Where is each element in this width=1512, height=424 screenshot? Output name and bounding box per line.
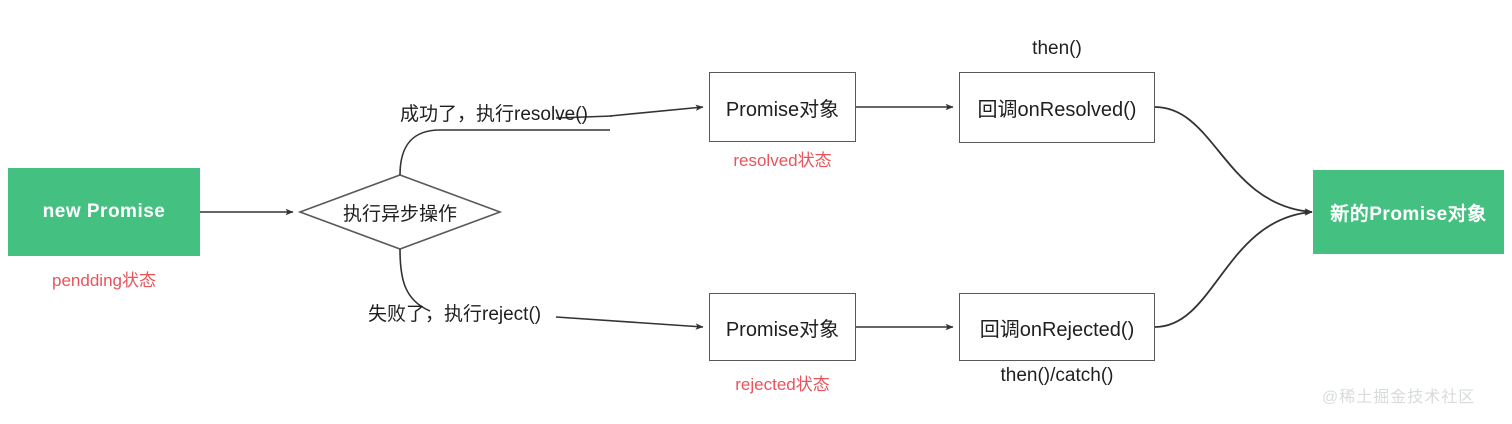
state-label-resolved: resolved状态 — [733, 151, 832, 170]
node-async-operation-label: 执行异步操作 — [342, 203, 457, 225]
node-promise-rejected-label: Promise对象 — [725, 318, 840, 341]
node-promise-resolved-label: Promise对象 — [725, 98, 840, 121]
node-new-promise[interactable]: new Promise — [8, 168, 200, 256]
node-new-promise-object[interactable]: 新的Promise对象 — [1313, 170, 1504, 254]
node-callback-on-resolved[interactable]: 回调onResolved() — [959, 72, 1155, 143]
node-callback-on-rejected-label: 回调onRejected() — [979, 318, 1135, 341]
node-async-operation[interactable]: 执行异步操作 — [300, 190, 500, 234]
edge-callback-resolved-to-new-promise — [1154, 106, 1313, 215]
node-callback-on-rejected[interactable]: 回调onRejected() — [959, 293, 1155, 361]
edge-label-success: 成功了，执行resolve() — [400, 104, 588, 125]
edge-label-failure: 失败了，执行reject() — [368, 304, 542, 325]
node-promise-resolved[interactable]: Promise对象 — [709, 72, 856, 142]
state-label-pendding: pendding状态 — [52, 271, 156, 290]
edge-success-to-promise-resolved — [609, 104, 704, 117]
watermark: @稀土掘金技术社区 — [1322, 389, 1476, 406]
edge-label-then-catch: then()/catch() — [1000, 365, 1114, 386]
edge-decision-success-curve — [399, 129, 610, 176]
node-new-promise-object-label: 新的Promise对象 — [1330, 203, 1487, 225]
node-promise-rejected[interactable]: Promise对象 — [709, 293, 856, 361]
edge-label-then: then() — [1032, 38, 1082, 59]
edge-decision-failure-curve — [399, 248, 431, 312]
node-new-promise-label: new Promise — [42, 201, 166, 222]
edge-failure-to-promise-rejected — [555, 316, 704, 330]
state-label-rejected: rejected状态 — [735, 375, 830, 394]
edge-callback-rejected-to-new-promise — [1154, 209, 1313, 328]
edge-success-label-tail — [555, 115, 613, 119]
node-callback-on-resolved-label: 回调onResolved() — [977, 99, 1137, 121]
